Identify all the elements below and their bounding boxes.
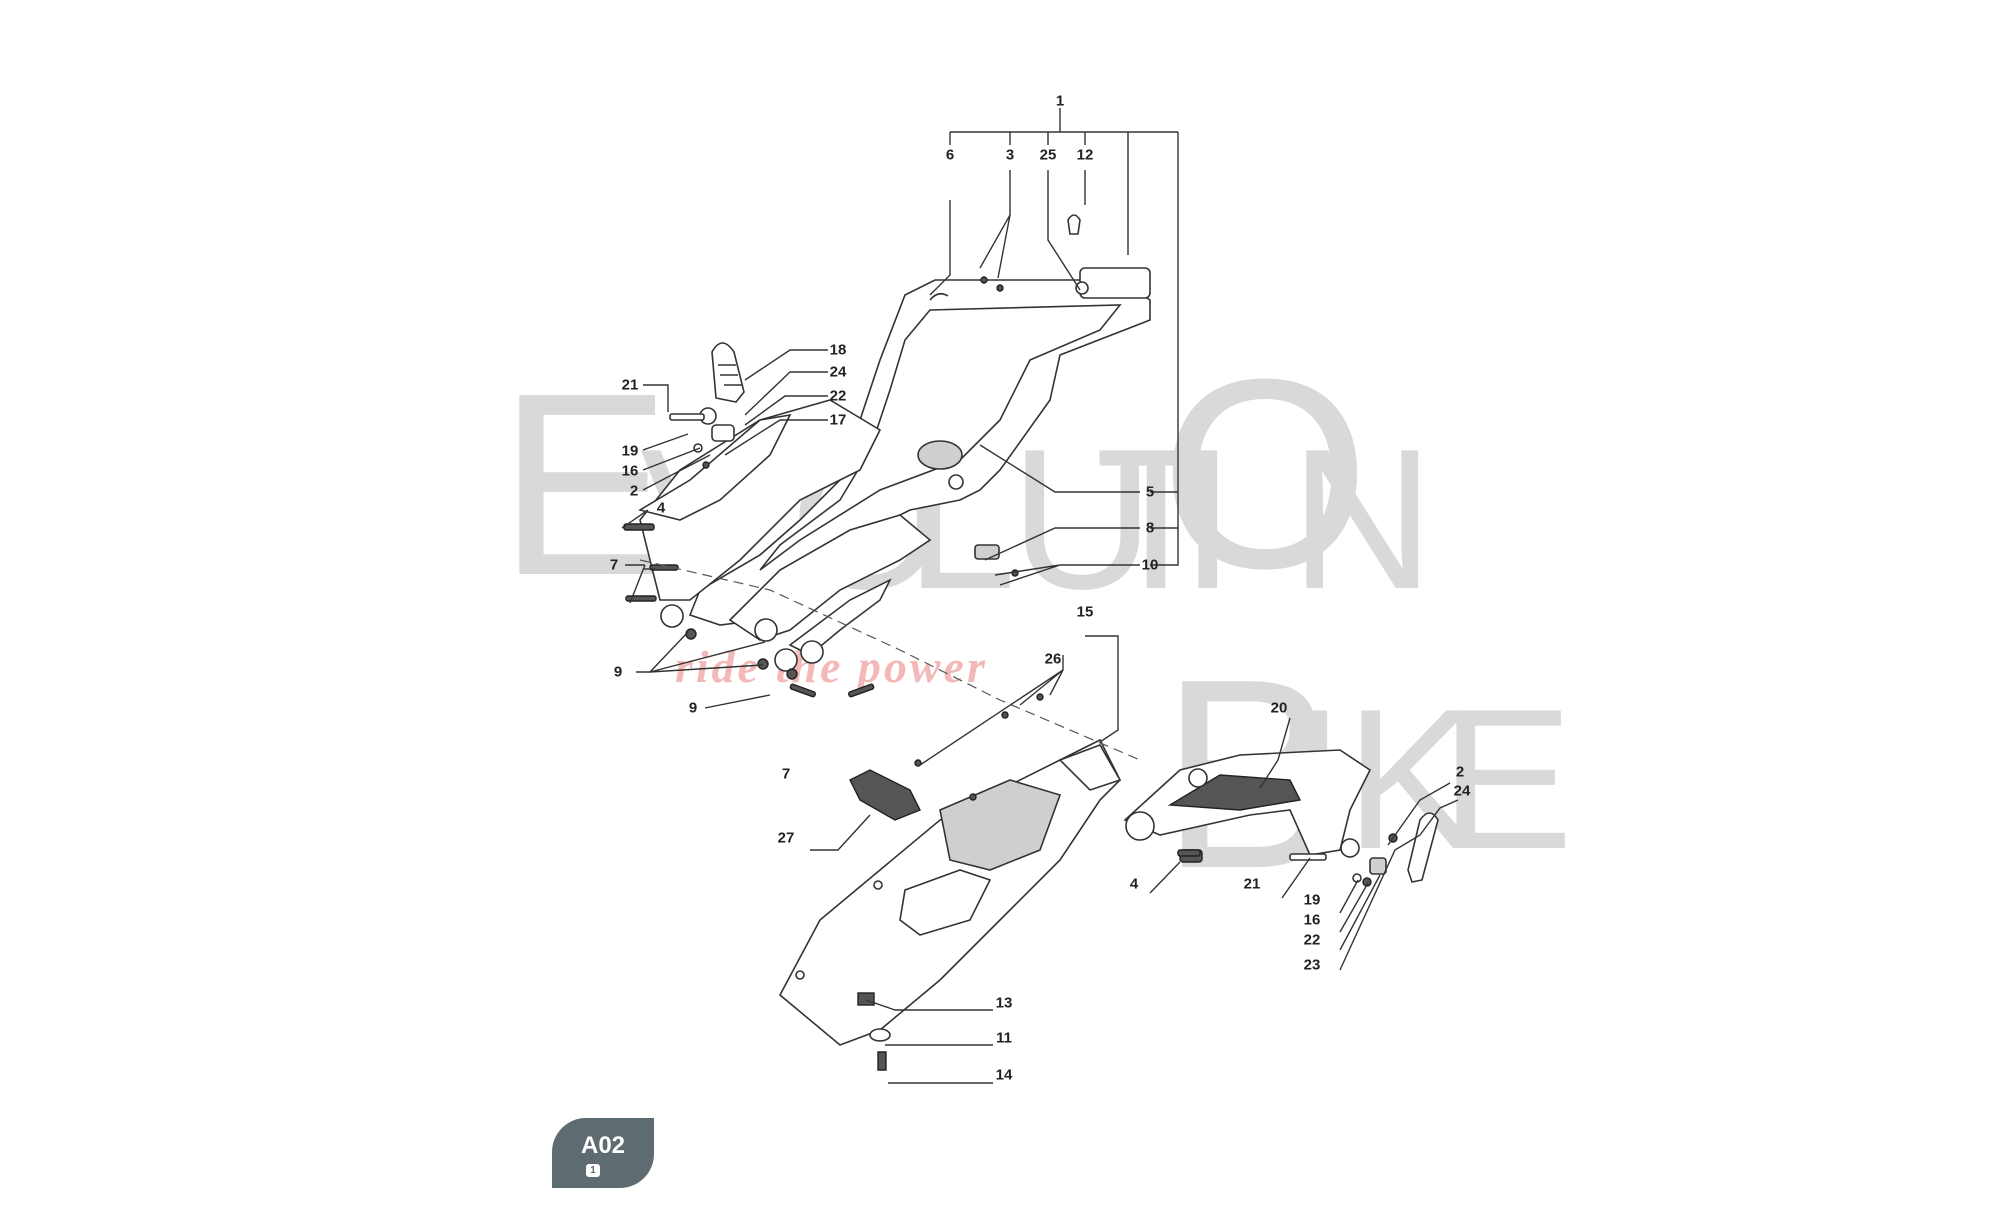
callout-label: 16: [621, 462, 639, 480]
callout-label: 19: [621, 442, 639, 460]
callout-label: 1: [1055, 92, 1065, 110]
callout-label: 2: [1455, 763, 1465, 781]
callout-label: 15: [1076, 603, 1094, 621]
callout-label: 4: [1129, 875, 1139, 893]
callout-label: 7: [781, 765, 791, 783]
watermark-letter: E: [1440, 668, 1574, 891]
callout-label: 11: [996, 1029, 1012, 1047]
callout-label: 13: [995, 994, 1013, 1012]
fender-bracket: [849, 769, 921, 821]
watermark-letter: O: [1160, 324, 1371, 625]
callout-label: 23: [1303, 956, 1321, 974]
rear-subframe: [639, 214, 1151, 672]
subframe-top-mount: [1079, 267, 1151, 299]
assembly-axis: [639, 559, 1141, 761]
callout-label: 9: [613, 663, 623, 681]
callout-label: 17: [829, 411, 847, 429]
watermark-letter: N: [1290, 408, 1435, 631]
watermark-letter: I: [1180, 408, 1236, 631]
callout-label: 3: [1005, 146, 1015, 164]
callout-label: 10: [1141, 556, 1159, 574]
bracket-part: [974, 544, 1000, 560]
callout-label: 22: [1303, 931, 1321, 949]
callout-label: 27: [777, 829, 795, 847]
callout-label: 4: [656, 499, 666, 517]
callout-label: 18: [829, 341, 847, 359]
watermark-letter: T: [1095, 408, 1218, 631]
watermark-letter: K: [1345, 668, 1479, 891]
callout-label: 22: [829, 387, 847, 405]
callout-label: 12: [1076, 146, 1094, 164]
callout-label: 24: [829, 363, 847, 381]
grommet-part: [1067, 214, 1081, 235]
callout-label: 8: [1145, 519, 1155, 537]
callout-label: 26: [1044, 650, 1062, 668]
callout-label: 21: [621, 376, 639, 394]
callout-label: 5: [1145, 483, 1155, 501]
callout-label: 21: [1243, 875, 1261, 893]
callout-label: 7: [609, 556, 619, 574]
sheet-code: A02: [580, 1132, 626, 1159]
callout-label: 6: [945, 146, 955, 164]
left-footrest: [637, 342, 792, 521]
rear-mudguard: [778, 738, 1122, 1071]
right-footrest: [1123, 749, 1439, 883]
callout-label: 14: [995, 1066, 1013, 1084]
sheet-number: 1: [586, 1164, 600, 1177]
watermark-letter: U: [1010, 408, 1155, 631]
callout-label: 24: [1453, 782, 1471, 800]
leader-lines: [621, 108, 1459, 1084]
sheet-badge: A02 1: [552, 1118, 654, 1188]
callout-label: 16: [1303, 911, 1321, 929]
callout-label: 2: [629, 482, 639, 500]
callout-label: 19: [1303, 891, 1321, 909]
hardware-bolts: [623, 276, 1398, 887]
callout-label: 9: [688, 699, 698, 717]
callout-label: 25: [1039, 146, 1057, 164]
callout-label: 20: [1270, 699, 1288, 717]
